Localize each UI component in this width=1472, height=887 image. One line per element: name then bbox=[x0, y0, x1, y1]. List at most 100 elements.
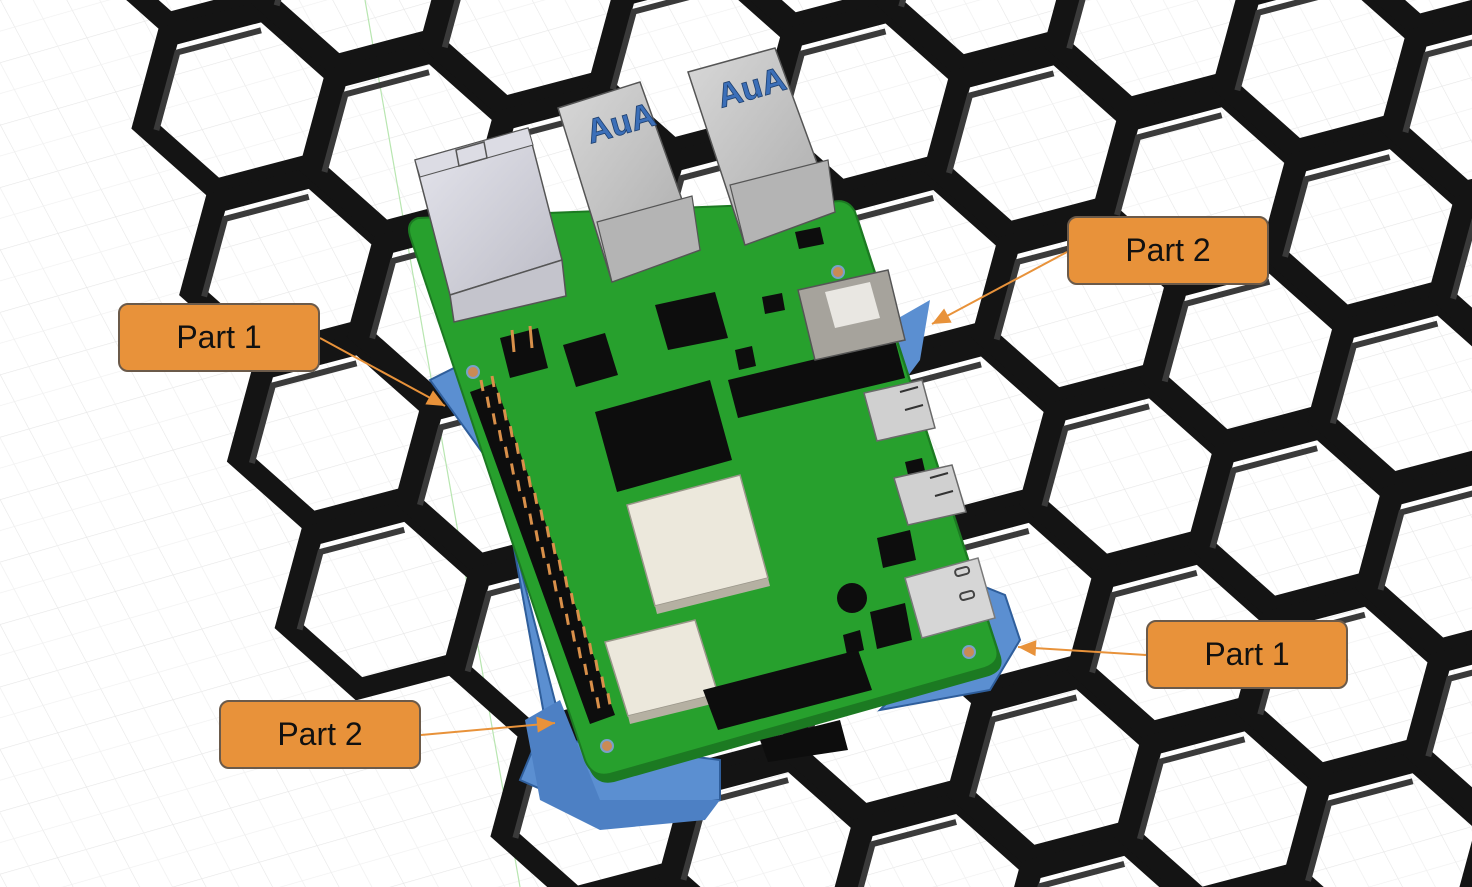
callout-part-2-left: Part 2 bbox=[219, 700, 421, 769]
gpio-pin bbox=[563, 576, 569, 588]
hex-inner-wall bbox=[321, 69, 430, 173]
callout-arrow-line bbox=[319, 337, 446, 407]
gpio-pin bbox=[534, 530, 540, 542]
hex-inner-wall bbox=[1114, 112, 1223, 216]
arrowhead-icon bbox=[425, 390, 445, 406]
gpio-pin bbox=[510, 463, 515, 475]
hex-inner-wall bbox=[1041, 403, 1150, 507]
hex-inner-wall bbox=[1402, 39, 1472, 134]
gpio-pin bbox=[552, 580, 558, 592]
gpio-pin bbox=[533, 492, 539, 505]
arrowhead-icon bbox=[536, 716, 555, 733]
hex-cell-frame bbox=[131, 0, 349, 201]
gpio-pin bbox=[491, 413, 497, 425]
hex-cell-frame bbox=[1114, 708, 1333, 887]
gpio-pin bbox=[546, 563, 552, 575]
gpio-pin bbox=[600, 676, 606, 688]
arrowhead-icon bbox=[932, 308, 952, 324]
hex-inner-wall bbox=[609, 0, 690, 91]
hex-inner-wall bbox=[1329, 320, 1439, 425]
gpio-pin bbox=[496, 392, 502, 404]
hex-cell-frame bbox=[1235, 583, 1453, 786]
hex-inner-wall bbox=[1450, 218, 1472, 300]
raspberry-pi-board: AuA AuA bbox=[408, 47, 1002, 783]
hex-inner-wall bbox=[201, 193, 310, 298]
gpio-pin bbox=[503, 446, 509, 459]
callout-arrows bbox=[319, 251, 1147, 736]
hex-cell-frame bbox=[299, 41, 517, 243]
gpio-pin bbox=[557, 559, 563, 571]
gpio-pin bbox=[540, 546, 546, 559]
gpio-pins bbox=[479, 375, 612, 709]
callout-label: Part 2 bbox=[1125, 232, 1211, 268]
hex-inner-wall bbox=[857, 819, 957, 887]
callout-arrow-line bbox=[931, 251, 1068, 325]
hex-inner-wall bbox=[1377, 490, 1472, 591]
hex-inner-wall bbox=[1037, 861, 1126, 887]
callout-label: Part 2 bbox=[277, 716, 363, 752]
hex-inner-wall bbox=[1209, 445, 1318, 549]
gpio-pin bbox=[571, 630, 576, 642]
hex-cell-frame bbox=[1044, 0, 1259, 120]
hex-cell-frame bbox=[1014, 832, 1192, 887]
callout-part-1-right: Part 1 bbox=[1146, 620, 1348, 689]
hex-inner-wall bbox=[1066, 0, 1086, 50]
gpio-pin bbox=[595, 697, 601, 709]
micro-hdmi-port-2 bbox=[893, 464, 967, 526]
hex-inner-wall bbox=[248, 360, 358, 464]
hex-cell-frame bbox=[835, 790, 1044, 887]
hex-cell-frame bbox=[274, 498, 492, 701]
hex-inner-wall bbox=[968, 694, 1078, 798]
callout-part-1-left: Part 1 bbox=[118, 303, 320, 372]
gpio-pin bbox=[575, 609, 581, 622]
hex-inner-wall bbox=[153, 27, 262, 131]
hex-inner-wall bbox=[1425, 669, 1472, 758]
hex-inner-wall bbox=[441, 0, 461, 49]
hex-cell-frame bbox=[1019, 375, 1237, 577]
gpio-pin bbox=[522, 496, 528, 509]
callout-arrow-line bbox=[1017, 646, 1147, 656]
gpio-pin bbox=[514, 442, 520, 455]
hex-cell-frame bbox=[923, 42, 1142, 244]
gpio-pin bbox=[589, 680, 595, 692]
gpio-pin bbox=[539, 509, 545, 521]
gpio-pin bbox=[558, 596, 564, 609]
callout-arrow-line bbox=[420, 722, 556, 736]
hex-cell-frame bbox=[1428, 192, 1472, 337]
gpio-pin bbox=[485, 396, 491, 408]
gpio-pin bbox=[606, 693, 612, 705]
hex-cell-frame bbox=[1355, 464, 1472, 661]
hex-cell-frame bbox=[226, 332, 445, 534]
chip bbox=[563, 333, 618, 387]
hex-cell-frame bbox=[1403, 643, 1472, 817]
gpio-pin bbox=[569, 592, 575, 605]
gpio-pin bbox=[490, 375, 496, 388]
usb3-port-1: AuA bbox=[557, 81, 701, 283]
hex-cell-frame bbox=[1460, 844, 1472, 887]
gpio-pin bbox=[508, 425, 514, 438]
gpio-pin bbox=[588, 642, 594, 655]
hex-inner-wall bbox=[296, 526, 406, 631]
gpio-pin bbox=[577, 646, 583, 659]
gpio-pin bbox=[521, 459, 526, 471]
usb-c-port bbox=[904, 557, 996, 639]
hex-cell-frame bbox=[1260, 125, 1472, 328]
chip bbox=[877, 530, 916, 568]
hex-cell-frame bbox=[1139, 250, 1357, 453]
gpio-pin bbox=[479, 379, 485, 392]
gpio-pin bbox=[582, 626, 587, 638]
hex-cell-frame bbox=[1307, 292, 1472, 495]
hex-cell-frame bbox=[419, 0, 634, 119]
gpio-pin bbox=[564, 613, 570, 626]
hex-inner-wall bbox=[946, 70, 1055, 174]
soc-chip bbox=[595, 380, 732, 492]
hex-inner-wall bbox=[1161, 278, 1271, 383]
hex-cell-frame bbox=[1187, 417, 1405, 619]
hex-inner-wall bbox=[1234, 0, 1319, 92]
hex-inner-wall bbox=[1089, 569, 1198, 674]
hex-inner-wall bbox=[1305, 778, 1414, 882]
callout-label: Part 1 bbox=[176, 319, 262, 355]
hex-cell-frame bbox=[1380, 13, 1472, 204]
